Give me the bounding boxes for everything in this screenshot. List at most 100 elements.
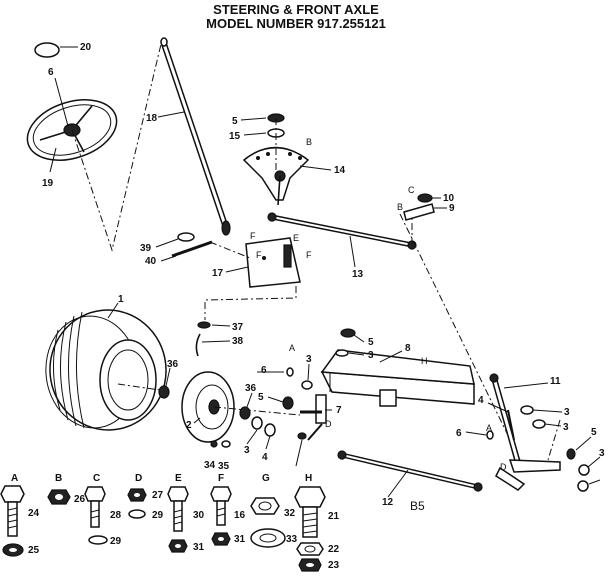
diagram-title-line1: STEERING & FRONT AXLE [213, 2, 379, 17]
assembly-letter: B [397, 202, 403, 212]
legend-h: H 21 22 23 [294, 473, 340, 572]
legend-part: 31 [234, 534, 246, 545]
callout: 1 [118, 294, 124, 305]
callout: 3 [368, 350, 374, 361]
callout: 5 [232, 116, 238, 127]
assembly-letter: H [421, 356, 428, 366]
nut-5-right [566, 448, 576, 460]
callout: 12 [382, 497, 394, 508]
steering-cap [34, 42, 60, 58]
callout: 7 [336, 405, 342, 416]
callout: 4 [262, 452, 268, 463]
legend-part: 21 [328, 511, 340, 522]
assembly-letter: D [500, 462, 507, 472]
tie-rod [337, 450, 483, 492]
callout: 36 [245, 383, 257, 394]
washer-3-right-b [532, 419, 546, 429]
page-code: B5 [410, 499, 425, 513]
legend-letter: G [262, 473, 270, 484]
nut-10 [417, 193, 433, 203]
assembly-letter: C [408, 185, 415, 195]
assembly-letter: A [289, 343, 295, 353]
callout: 6 [456, 428, 462, 439]
assembly-letter: E [293, 233, 299, 243]
washer-3-right-d [577, 480, 589, 492]
bolt-4-right [507, 409, 515, 441]
sector-gear [242, 146, 310, 206]
washer-3-left-b [264, 423, 276, 437]
legend-part: 33 [286, 534, 298, 545]
callout: 8 [405, 343, 411, 354]
legend-part: 27 [152, 490, 164, 501]
callout: 36 [167, 359, 179, 370]
callout: 35 [218, 461, 230, 472]
callout: 10 [443, 193, 455, 204]
cap-34 [210, 440, 218, 448]
callout: 3 [244, 445, 250, 456]
legend-part: 16 [234, 510, 246, 521]
legend-f: F 16 31 [210, 473, 246, 546]
callout: 11 [550, 376, 561, 387]
callout: 13 [352, 269, 364, 280]
legend-a: A 24 25 [0, 473, 40, 557]
legend-part: 26 [74, 494, 86, 505]
fitting-6-left [286, 367, 294, 377]
legend-letter: C [93, 473, 100, 484]
callout: 3 [599, 448, 605, 459]
callout: 15 [229, 131, 241, 142]
washer-3-left-a [251, 416, 263, 430]
callout: 14 [334, 165, 346, 176]
bearing-36-inner [239, 406, 251, 420]
left-spindle [297, 394, 327, 441]
bracket-9 [403, 203, 435, 221]
assembly-letter: F [306, 250, 312, 260]
diagram-title-line2: MODEL NUMBER 917.255121 [206, 16, 386, 31]
callout: 9 [449, 203, 455, 214]
hardware-legend: A 24 25 B 26 C 28 29 [0, 473, 340, 572]
callout: 2 [186, 420, 192, 431]
legend-part: 31 [193, 542, 205, 553]
legend-part: 29 [152, 510, 164, 521]
callout: 3 [563, 422, 569, 433]
legend-letter: A [11, 473, 18, 484]
pin-38 [195, 333, 201, 357]
legend-part: 24 [28, 508, 40, 519]
callout: 34 [204, 460, 216, 471]
assembly-letter: D [325, 419, 332, 429]
callout: 18 [146, 113, 158, 124]
callout: 37 [232, 322, 244, 333]
assembly-letters: B C B F E F F A H D A D [250, 137, 507, 472]
washer-3-right-a [520, 405, 534, 415]
steering-shaft [160, 37, 231, 236]
callout: 3 [564, 407, 570, 418]
front-axle [320, 328, 475, 407]
legend-letter: F [218, 473, 224, 484]
callout: 6 [48, 67, 54, 78]
washer-35 [221, 440, 231, 448]
nut-5-left [282, 396, 294, 410]
assembly-letter: F [256, 250, 262, 260]
bearing-36-outer [158, 385, 170, 399]
legend-letter: D [135, 473, 142, 484]
legend-letter: H [305, 473, 312, 484]
legend-g: G 32 33 [250, 473, 298, 548]
assembly-letter: B [306, 137, 312, 147]
callout: 40 [145, 256, 157, 267]
washer-3-right-c [578, 464, 590, 476]
legend-letter: B [55, 473, 62, 484]
callout: 5 [368, 337, 374, 348]
legend-b: B 26 [47, 473, 86, 505]
washer-39 [177, 232, 195, 242]
drag-link [267, 212, 417, 250]
legend-part: 28 [110, 510, 122, 521]
legend-d: D 27 29 [127, 473, 164, 521]
legend-letter: E [175, 473, 182, 484]
callout: 19 [42, 178, 54, 189]
legend-part: 25 [28, 545, 40, 556]
legend-part: 22 [328, 544, 340, 555]
callout: 38 [232, 336, 244, 347]
callout: 39 [140, 243, 152, 254]
bolt-40 [171, 240, 213, 258]
steering-bracket [245, 237, 301, 288]
callout: 5 [258, 392, 264, 403]
